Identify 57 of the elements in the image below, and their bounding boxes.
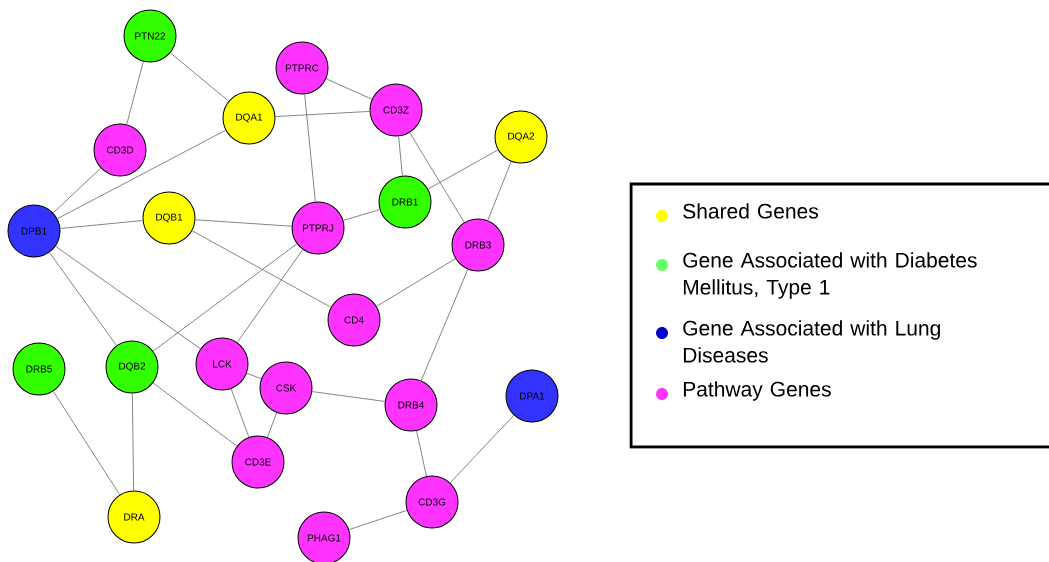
edge-line (348, 510, 408, 530)
edge-line (152, 382, 238, 447)
legend-label: Gene Associated with Lung Diseases (683, 320, 940, 363)
edge-line (49, 252, 117, 346)
gene-node: DQA2 (494, 110, 548, 164)
edge-line (230, 388, 250, 438)
edge-line (246, 372, 262, 380)
edge-line (275, 111, 370, 117)
edge-line (126, 61, 144, 125)
edge-line (311, 391, 386, 402)
edge-line (409, 132, 465, 223)
edge-line (416, 430, 427, 477)
edge-line (427, 149, 499, 190)
edge-line (398, 135, 403, 176)
gene-node: CD3Z (369, 83, 423, 137)
edge-line (304, 93, 316, 203)
edge-line (376, 258, 456, 307)
gene-node: CD3D (93, 123, 147, 177)
edge-line (267, 412, 278, 438)
gene-node: PHAG1 (297, 511, 351, 562)
gene-node: PTPRC (275, 41, 329, 95)
edge-line (420, 269, 469, 381)
legend-label: Shared Genes (683, 203, 818, 219)
gene-node: DQB1 (142, 191, 196, 245)
edge-line (325, 78, 373, 100)
gene-node: DQB2 (105, 340, 159, 394)
gene-node: DPA1 (505, 369, 559, 423)
gene-node: CD3E (231, 435, 285, 489)
edge-line (170, 52, 229, 102)
gene-node: PTPRJ (291, 201, 345, 255)
edge-line (52, 167, 102, 214)
gene-node: PTN22 (123, 9, 177, 63)
edge-line (55, 245, 201, 350)
gene-node: DPB1 (7, 204, 61, 258)
edge-line (487, 161, 512, 221)
edge-line (52, 390, 121, 496)
edge-line (60, 220, 144, 229)
gene-node: DRB1 (378, 175, 432, 229)
edge-line (57, 129, 226, 220)
gene-node: CSK (259, 361, 313, 415)
gene-node: CD4 (327, 293, 381, 347)
gene-node: CD3G (405, 475, 459, 529)
gene-node: DRB3 (451, 218, 505, 272)
gene-node: DRB5 (12, 342, 66, 396)
legend-label: Gene Associated with Diabetes Mellitus, Type 1 (683, 252, 977, 299)
edge-line (152, 243, 298, 352)
edge-line (343, 209, 380, 221)
edge-line (449, 414, 515, 484)
gene-node: DRB4 (384, 378, 438, 432)
edge-line (131, 393, 135, 491)
gene-node: DRA (107, 490, 161, 544)
edge-line (191, 230, 332, 308)
legend-label: Pathway Genes (683, 381, 831, 401)
edge-line (236, 249, 304, 343)
gene-node: LCK (195, 337, 249, 391)
edge-line (195, 219, 292, 227)
gene-node: DQA1 (222, 91, 276, 145)
